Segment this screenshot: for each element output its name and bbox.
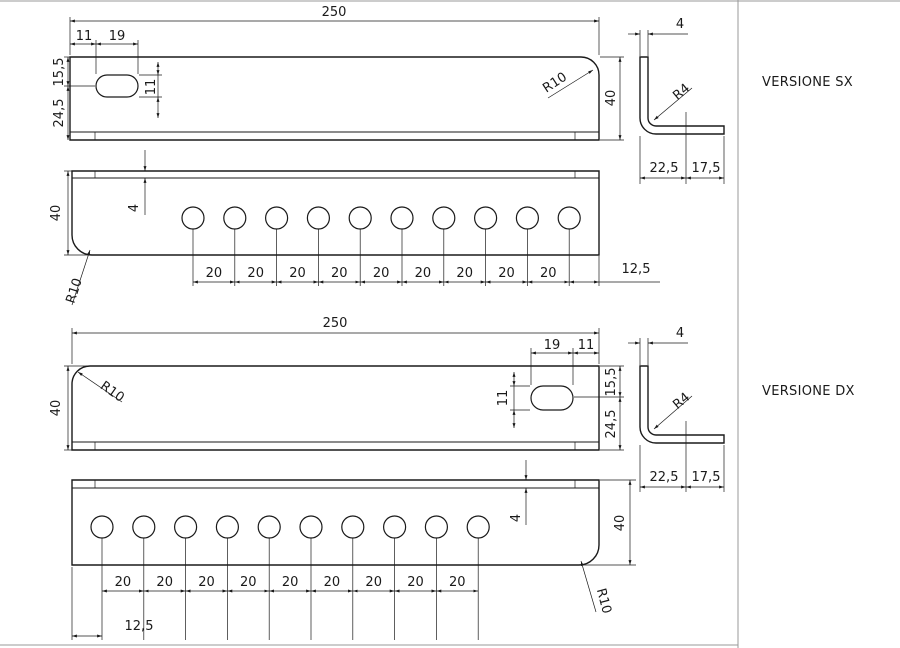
dx-hole-7 (341, 515, 365, 539)
sx-top-height-label: 40 (604, 90, 619, 107)
sx-hole-4 (306, 206, 330, 230)
dx-hole-6 (299, 515, 323, 539)
dx-bend-radius-label: R4 (670, 390, 693, 413)
sx-profile-thickness-label: 4 (676, 17, 684, 32)
sx-slot-offset-label: 11 (76, 29, 93, 44)
dx-front-radius-label: R10 (593, 587, 614, 616)
dx-pitch-label-1: 20 (115, 575, 132, 590)
sx-hole-6 (390, 206, 414, 230)
dx-slot-top-label: 15,5 (604, 368, 619, 397)
dx-slot-height-label: 11 (496, 390, 511, 407)
sx-pitch-label-3: 20 (289, 266, 306, 281)
dx-profile (639, 365, 725, 444)
dx-hole-4 (215, 515, 239, 539)
sx-hole-2 (223, 206, 247, 230)
sx-hole-edge-label: 12,5 (622, 262, 651, 277)
sx-profile-view: 4 R4 22,5 17,5 (628, 17, 725, 184)
sx-pitch-label-7: 20 (456, 266, 473, 281)
sx-front-height-label: 40 (49, 205, 64, 222)
sx-slot-height-label: 11 (144, 79, 159, 96)
sx-bend-radius-label: R4 (670, 81, 693, 104)
sx-top-view: 250 11 19 15,5 24,5 11 R10 40 (52, 5, 624, 141)
dx-hole-10 (466, 515, 490, 539)
dx-slot-width-label: 19 (544, 338, 561, 353)
sx-top-plate (69, 56, 600, 141)
sx-slot-bottom-label: 24,5 (52, 99, 67, 128)
sx-slot-top-label: 15,5 (52, 58, 67, 87)
dx-pitch-label-6: 20 (324, 575, 341, 590)
sx-pitch-label-4: 20 (331, 266, 348, 281)
dx-pitch-label-7: 20 (365, 575, 382, 590)
sx-front-view: 4 40 R10 20 20 20 20 20 20 20 20 20 12,5 (49, 150, 660, 305)
dx-pitch-label-4: 20 (240, 575, 257, 590)
dx-thickness-label: 4 (509, 514, 524, 522)
sx-front-plate (71, 170, 600, 256)
sx-length-label: 250 (322, 5, 347, 20)
dx-pitch-label-9: 20 (449, 575, 466, 590)
sx-pitch-label-2: 20 (247, 266, 264, 281)
dx-pitch-label-3: 20 (198, 575, 215, 590)
dx-hole-edge-label: 12,5 (125, 619, 154, 634)
dx-hole-3 (174, 515, 198, 539)
sx-profile-flange-label: 17,5 (692, 161, 721, 176)
dx-profile-thickness-label: 4 (676, 326, 684, 341)
dx-top-height-label: 40 (49, 400, 64, 417)
dx-hole-row (90, 515, 490, 539)
sx-profile (639, 56, 725, 135)
sx-pitch-label-1: 20 (206, 266, 223, 281)
sx-slot (95, 74, 139, 98)
dx-hole-2 (132, 515, 156, 539)
sx-slot-width-label: 19 (109, 29, 126, 44)
sx-hole-9 (515, 206, 540, 230)
sx-hole-5 (348, 206, 372, 230)
dx-hole-5 (257, 515, 281, 539)
sx-pitch-label-5: 20 (373, 266, 390, 281)
dx-hole-8 (383, 515, 407, 539)
dx-front-height-label: 40 (613, 515, 628, 532)
dx-top-plate (71, 365, 600, 451)
sx-pitch-label-6: 20 (415, 266, 432, 281)
dx-front-plate (71, 479, 600, 566)
sx-hole-1 (181, 206, 205, 230)
dx-pitch-label-8: 20 (407, 575, 424, 590)
dx-slot-bottom-label: 24,5 (604, 410, 619, 439)
sx-profile-base-label: 22,5 (650, 161, 679, 176)
sx-thickness-label: 4 (127, 204, 142, 212)
dx-pitch-dimensions: 20 20 20 20 20 20 20 20 20 (101, 538, 479, 640)
sx-pitch-dimensions: 20 20 20 20 20 20 20 20 20 (192, 229, 660, 286)
dx-profile-view: 4 R4 22,5 17,5 (628, 326, 725, 492)
dx-profile-flange-label: 17,5 (692, 470, 721, 485)
dx-top-view: 250 19 11 11 15,5 24,5 40 R10 (49, 316, 624, 451)
dx-version-label: VERSIONE DX (762, 384, 855, 399)
dx-hole-9 (424, 515, 448, 539)
sx-hole-8 (474, 206, 498, 230)
dx-front-view: 4 40 R10 20 20 20 20 20 20 20 20 20 12,5 (71, 460, 636, 640)
sx-pitch-label-8: 20 (498, 266, 515, 281)
sx-hole-row (181, 206, 581, 230)
sx-version-label: VERSIONE SX (762, 75, 853, 90)
sx-hole-10 (557, 206, 581, 230)
dx-pitch-label-5: 20 (282, 575, 299, 590)
sx-pitch-label-9: 20 (540, 266, 557, 281)
dx-slot (530, 385, 574, 411)
dx-slot-offset-label: 11 (578, 338, 595, 353)
sx-hole-7 (432, 206, 456, 230)
sx-front-radius-label: R10 (64, 276, 86, 305)
dx-profile-base-label: 22,5 (650, 470, 679, 485)
dx-length-label: 250 (323, 316, 348, 331)
sx-hole-3 (265, 206, 289, 230)
dx-pitch-label-2: 20 (156, 575, 173, 590)
dx-hole-1 (90, 515, 114, 539)
